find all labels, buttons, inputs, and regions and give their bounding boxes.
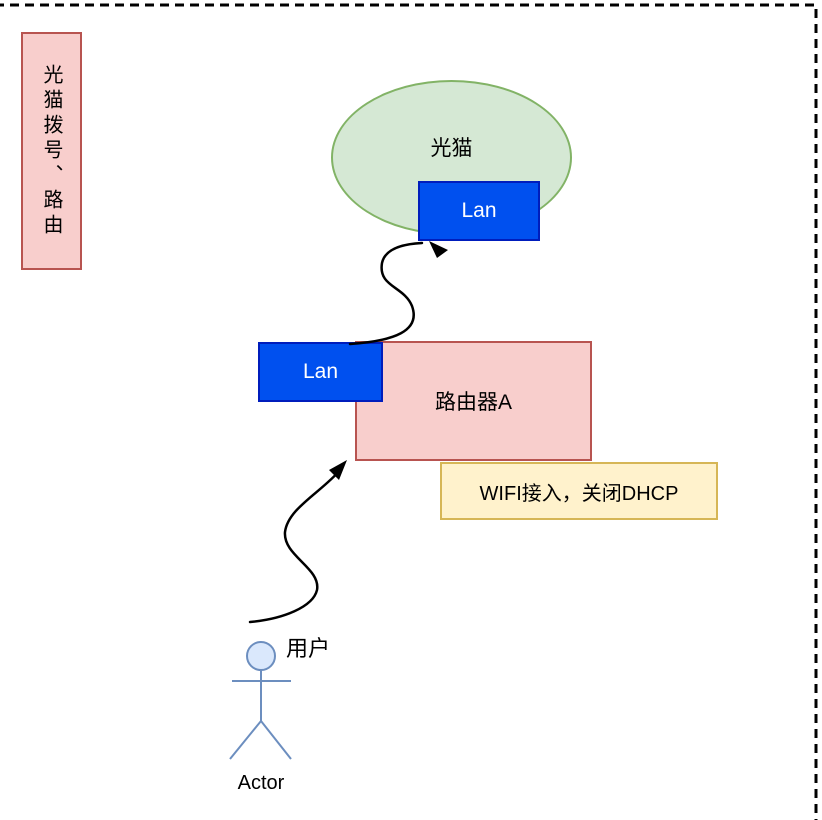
actor-figure[interactable] [220, 635, 310, 770]
actor-head [246, 641, 276, 671]
modem-lan-port-label: Lan [461, 199, 497, 222]
router-box[interactable]: 路由器A [355, 341, 592, 461]
actor-left-leg [229, 720, 262, 760]
modem-label: 光猫 [430, 136, 473, 160]
actor-name-label: Actor [237, 772, 285, 794]
wifi-note[interactable]: WIFI接入，关闭DHCP [440, 462, 718, 520]
actor-right-leg [260, 720, 292, 760]
router-lan-port-label: Lan [302, 360, 339, 383]
modem-lan-port[interactable]: Lan [418, 181, 540, 241]
corner-note-label: 光猫拨号、路由 [40, 63, 62, 239]
actor-role-label: 用户 [286, 636, 331, 661]
arrowhead-to-modem-lan [429, 241, 448, 258]
router-label: 路由器A [434, 391, 512, 414]
connector-user-to-router[interactable] [248, 460, 347, 624]
corner-note[interactable]: 光猫拨号、路由 [21, 32, 82, 270]
connector-router-to-modem-lan[interactable] [348, 241, 448, 346]
router-lan-port[interactable]: Lan [258, 342, 383, 402]
wifi-note-label: WIFI接入，关闭DHCP [479, 482, 679, 505]
